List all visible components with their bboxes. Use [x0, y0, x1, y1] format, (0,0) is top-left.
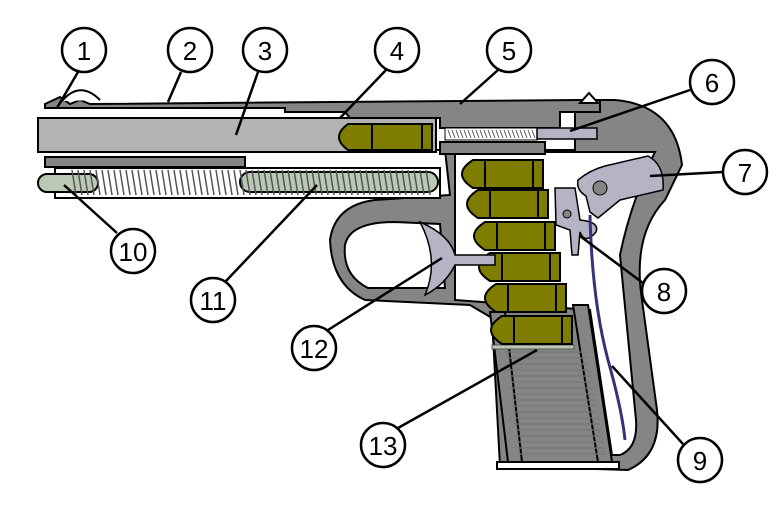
callout-11: 11 — [189, 276, 237, 324]
firing-pin — [536, 127, 598, 140]
magazine-baseplate — [496, 461, 620, 470]
callout-number: 4 — [390, 36, 404, 66]
callout-circle — [373, 26, 421, 74]
callout-number: 13 — [369, 431, 398, 461]
hammer-pin — [592, 180, 608, 196]
callout-circle — [676, 436, 724, 484]
callout-number: 8 — [657, 277, 671, 307]
front-sight-icon — [61, 89, 101, 102]
callout-number: 12 — [300, 334, 329, 364]
callout-13: 13 — [359, 421, 407, 469]
sear — [554, 187, 598, 256]
cartridge — [490, 315, 573, 345]
recoil-spring — [71, 169, 431, 196]
callout-circle — [640, 267, 688, 315]
callout-number: 2 — [183, 36, 197, 66]
slide — [44, 95, 601, 129]
leader-lines — [55, 69, 724, 445]
slide-lower-section — [44, 156, 246, 168]
chambered-cartridge — [338, 123, 433, 151]
callout-circle — [109, 227, 157, 275]
callout-number: 9 — [693, 446, 707, 476]
callout-number: 10 — [119, 237, 148, 267]
rear-sight-icon — [577, 91, 601, 104]
callout-10: 10 — [109, 227, 157, 275]
magazine-spring — [505, 351, 606, 455]
callout-circle — [688, 58, 736, 106]
magazine-follower — [491, 344, 575, 350]
callout-3: 3 — [241, 26, 289, 74]
cartridge — [484, 283, 567, 313]
firing-pin-spring — [444, 127, 538, 141]
callout-6: 6 — [688, 58, 736, 106]
cartridge — [461, 159, 544, 189]
callout-2: 2 — [166, 26, 214, 74]
callout-number: 6 — [705, 68, 719, 98]
callout-12: 12 — [290, 324, 338, 372]
cartridge — [466, 189, 549, 219]
callout-circle — [485, 26, 533, 74]
callout-circle — [166, 26, 214, 74]
callout-circle — [290, 324, 338, 372]
callout-circle — [189, 276, 237, 324]
callout-circle — [359, 421, 407, 469]
callout-circle — [60, 26, 108, 74]
mainspring — [588, 214, 627, 441]
callout-number: 5 — [502, 36, 516, 66]
firing-pin-spring-coils — [447, 129, 536, 139]
callout-7: 7 — [721, 148, 769, 196]
cartridge — [473, 221, 556, 251]
callout-9: 9 — [676, 436, 724, 484]
trigger — [418, 220, 496, 297]
callout-1: 1 — [60, 26, 108, 74]
callout-8: 8 — [640, 267, 688, 315]
callout-circle — [241, 26, 289, 74]
callout-circle — [721, 148, 769, 196]
callout-number: 7 — [738, 158, 752, 188]
magazine-cartridges — [461, 159, 573, 345]
callout-number: 1 — [77, 36, 91, 66]
callout-number: 3 — [258, 36, 272, 66]
callout-5: 5 — [485, 26, 533, 74]
callout-4: 4 — [373, 26, 421, 74]
callout-number: 11 — [200, 286, 227, 316]
slide-lower-rail — [439, 141, 546, 155]
sear-pin — [562, 209, 572, 219]
